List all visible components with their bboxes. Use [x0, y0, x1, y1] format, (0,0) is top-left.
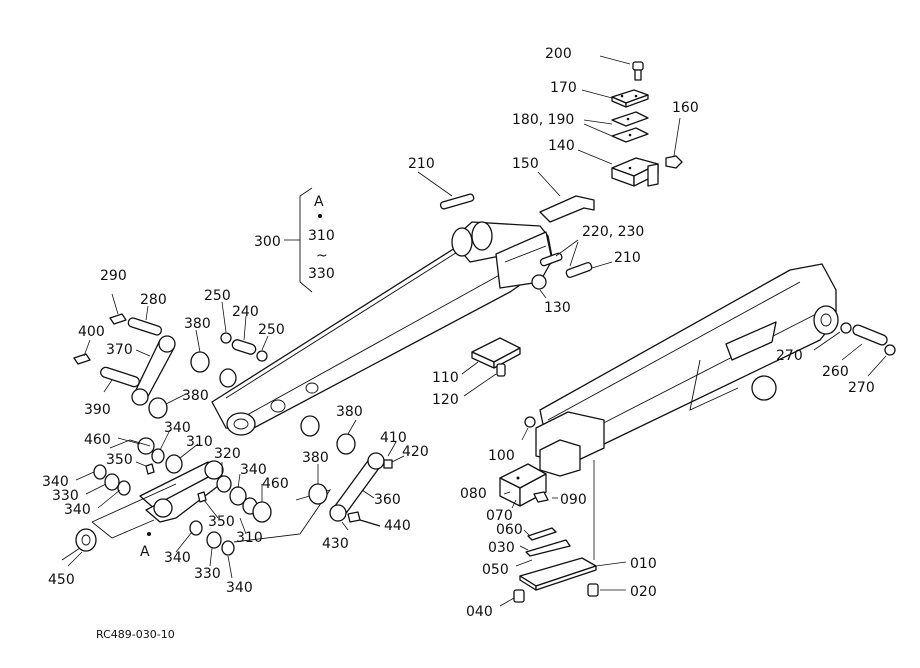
- top-bracket-stack: [577, 55, 683, 187]
- label-340: 340: [42, 474, 69, 490]
- label-250: 250: [258, 322, 285, 338]
- label-070: 070: [486, 508, 513, 524]
- label-430: 430: [322, 536, 349, 552]
- label-a: A: [314, 194, 324, 210]
- second-arm: [521, 263, 896, 477]
- label-310: 310: [236, 530, 263, 546]
- label-080: 080: [460, 486, 487, 502]
- label-460: 460: [84, 432, 111, 448]
- label-460: 460: [262, 476, 289, 492]
- label-010: 010: [630, 556, 657, 572]
- label-120: 120: [432, 392, 459, 408]
- label-110: 110: [432, 370, 459, 386]
- lower-right-parts: [499, 460, 627, 607]
- label-420: 420: [402, 444, 429, 460]
- label-330: 330: [52, 488, 79, 504]
- label-280: 280: [140, 292, 167, 308]
- label-340: 340: [240, 462, 267, 478]
- label-360: 360: [374, 492, 401, 508]
- label-310: 310: [308, 228, 335, 244]
- label-020: 020: [630, 584, 657, 600]
- label-340: 340: [164, 550, 191, 566]
- label-340: 340: [226, 580, 253, 596]
- label-300: 300: [254, 234, 281, 250]
- label-290: 290: [100, 268, 127, 284]
- set-bracket: [284, 187, 322, 293]
- label-380: 380: [182, 388, 209, 404]
- label-210: 210: [614, 250, 641, 266]
- label-320: 320: [214, 446, 241, 462]
- label-380: 380: [336, 404, 363, 420]
- label-040: 040: [466, 604, 493, 620]
- label-340: 340: [164, 420, 191, 436]
- label-130: 130: [544, 300, 571, 316]
- label-330: 330: [194, 566, 221, 582]
- label-tilde: ~: [316, 248, 328, 264]
- right-link: [300, 415, 405, 531]
- label-410: 410: [380, 430, 407, 446]
- plate-110: [461, 337, 521, 397]
- lower-left-assembly: [61, 429, 332, 579]
- label-380: 380: [302, 450, 329, 466]
- label-180-190: 180, 190: [512, 112, 574, 128]
- label-450: 450: [48, 572, 75, 588]
- label-440: 440: [384, 518, 411, 534]
- label-350: 350: [106, 452, 133, 468]
- label-310: 310: [186, 434, 213, 450]
- label-150: 150: [512, 156, 539, 172]
- label-330: 330: [308, 266, 335, 282]
- label-390: 390: [84, 402, 111, 418]
- label-220-230: 220, 230: [582, 224, 644, 240]
- drawing-code: RC489-030-10: [96, 628, 175, 641]
- label-270: 270: [776, 348, 803, 364]
- label-060: 060: [496, 522, 523, 538]
- label-100: 100: [488, 448, 515, 464]
- label-370: 370: [106, 342, 133, 358]
- label-260: 260: [822, 364, 849, 380]
- label-030: 030: [488, 540, 515, 556]
- label-a: A: [140, 544, 150, 560]
- label-350: 350: [208, 514, 235, 530]
- label-380: 380: [184, 316, 211, 332]
- label-090: 090: [560, 492, 587, 508]
- label-210: 210: [408, 156, 435, 172]
- label-160: 160: [672, 100, 699, 116]
- label-400: 400: [78, 324, 105, 340]
- label-270: 270: [848, 380, 875, 396]
- label-340: 340: [64, 502, 91, 518]
- label-240: 240: [232, 304, 259, 320]
- label-050: 050: [482, 562, 509, 578]
- label-170: 170: [550, 80, 577, 96]
- label-250: 250: [204, 288, 231, 304]
- main-arm: [211, 221, 554, 436]
- left-linkage: [73, 293, 269, 419]
- label-200: 200: [545, 46, 572, 62]
- boom-head-pins: [417, 171, 613, 299]
- label-140: 140: [548, 138, 575, 154]
- callout-labels: 200 170 180, 190 160 140 210 150 220, 23…: [42, 46, 875, 641]
